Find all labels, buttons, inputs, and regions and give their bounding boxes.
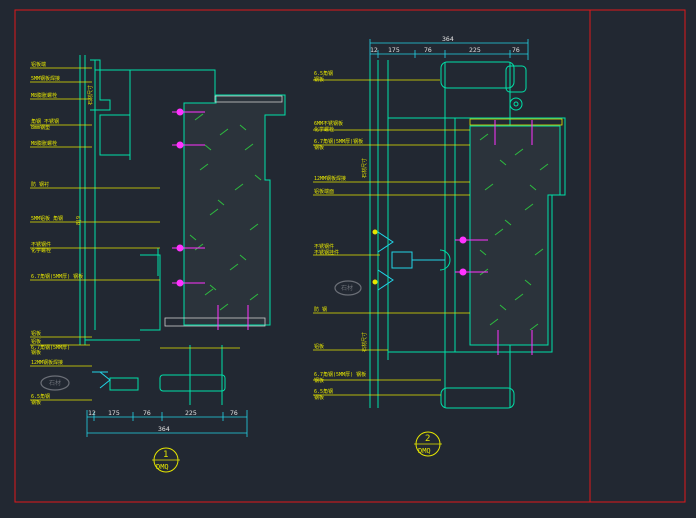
s2-label-8: 不锈钢件 (314, 243, 334, 250)
s1-dim-225: 225 (185, 409, 197, 417)
s1-marker-id: 1 (163, 450, 168, 460)
s2-marker-code: DMQ (418, 447, 431, 455)
s2-dim-175: 175 (388, 46, 400, 54)
s2-vertical-note-top: 石材尺寸 (361, 158, 368, 178)
s1-label-14: 钢板 (31, 349, 41, 356)
s1-dim-total: 364 (158, 425, 170, 433)
s1-vertical-note: 石材尺寸 (87, 85, 94, 105)
stone-stamp-1 (40, 375, 70, 391)
s2-label-0: 6.5角钢 (314, 70, 333, 77)
s1-label-3: 角钢 不锈钢 (31, 118, 59, 125)
s1-label-15: 12MM钢板焊接 (31, 359, 63, 366)
section-2-marker: 2 DMQ (414, 431, 442, 457)
section-1-marker: 1 DMQ (152, 447, 180, 473)
s1-label-11: 铝板 (31, 330, 41, 337)
frame-border (14, 9, 686, 503)
stone-stamp-2 (334, 280, 362, 296)
s1-dim-12: 12 (88, 409, 96, 417)
s2-label-7: 铝板端面 (314, 188, 334, 195)
section-1-dimensions (86, 410, 248, 437)
s1-label-17: 钢板 (31, 399, 41, 406)
stone-core-1 (183, 94, 286, 326)
s1-label-8: 不锈钢件 (31, 241, 51, 248)
s1-label-10: 6.7角钢(5MM厚) 钢板 (31, 273, 83, 280)
s1-label-7: 5MM铝板 角钢 (31, 215, 63, 222)
s1-label-2: M8膨胀螺栓 (31, 92, 57, 99)
s2-dim-225: 225 (469, 46, 481, 54)
s2-label-15: 钢板 (314, 394, 324, 401)
s1-label-16: 6.5角钢 (31, 393, 50, 400)
s2-label-5: 钢板 (314, 144, 324, 151)
s1-dim-76b: 76 (230, 409, 238, 417)
s2-label-13: 钢板 (314, 377, 324, 384)
s2-dim-76b: 76 (512, 46, 520, 54)
s1-label-5: M8膨胀螺栓 (31, 140, 57, 147)
s2-dim-total: 364 (442, 35, 454, 43)
s2-dim-76a: 76 (424, 46, 432, 54)
s1-dim-175: 175 (108, 409, 120, 417)
s1-label-12: 铝板 (31, 338, 41, 345)
s2-label-2: 6MM不锈钢板 (314, 120, 343, 127)
section-2-labels: 6.5角钢 钢板 6MM不锈钢板 化学螺栓 6.7角钢(5MM厚)钢板 钢板 1… (314, 70, 366, 401)
s1-label-13: 6.7角钢(5MM厚) (31, 344, 70, 351)
s2-label-1: 钢板 (314, 76, 324, 83)
s2-label-11: 铝板 (314, 343, 324, 350)
s1-label-6: 防 钢衬 (31, 181, 49, 188)
s1-label-4: 8mm钢垫 (31, 124, 50, 131)
s2-marker-id: 2 (425, 434, 430, 444)
s2-label-4: 6.7角钢(5MM厚)钢板 (314, 138, 363, 145)
s2-dim-12: 12 (370, 46, 378, 54)
s2-label-14: 6.5角钢 (314, 388, 333, 395)
s1-side-note: 8|9 (76, 216, 82, 225)
s2-stamp-text: 石材 (341, 284, 353, 292)
s1-stamp-text: 石材 (49, 379, 61, 387)
s2-label-6: 12MM钢板焊接 (314, 175, 346, 182)
s1-marker-code: DMQ (156, 463, 169, 471)
section-2-drawing (313, 60, 566, 409)
section-1-drawing (30, 55, 286, 405)
s1-label-0: 铝板端 (31, 61, 46, 68)
s2-label-9: 不锈钢挂件 (314, 249, 339, 256)
section-1-labels: 铝板端 5MM钢板焊接 M8膨胀螺栓 角钢 不锈钢 8mm钢垫 M8膨胀螺栓 防… (31, 61, 83, 406)
s2-vertical-note-bottom: 石材尺寸 (361, 332, 368, 352)
s2-label-3: 化学螺栓 (314, 126, 334, 133)
s2-label-12: 6.7角钢(5MM厚) 钢板 (314, 371, 366, 378)
s2-label-10: 防 钢 (314, 306, 327, 313)
s1-label-9: 化学螺栓 (31, 247, 51, 254)
s1-label-1: 5MM钢板焊接 (31, 75, 60, 82)
section-2-dimensions (369, 39, 529, 60)
drawing-frame (14, 9, 686, 503)
stone-core-2 (469, 125, 561, 346)
s1-dim-76a: 76 (143, 409, 151, 417)
